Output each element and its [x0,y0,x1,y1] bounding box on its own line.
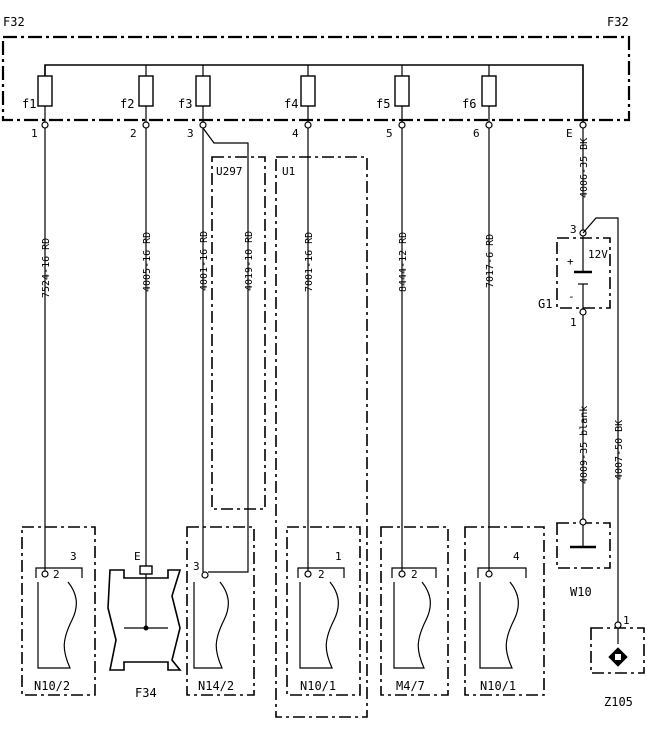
fuse-f6-pin: 6 [473,127,480,140]
wire-f6-label: 7017-6 RD [485,234,496,288]
fuse-f3-label: f3 [178,97,192,111]
fuse-f1-label: f1 [22,97,36,111]
component-n10-2-pin: 2 [53,568,60,581]
fuse-f6[interactable]: f6 6 [462,65,497,140]
fuse-f5-label: f5 [376,97,390,111]
fuse-f1[interactable]: f1 1 [22,65,53,140]
fusebox-label-left: F32 [3,15,25,29]
component-n10-1-a-pin: 2 [318,568,325,581]
ground-z105-label: Z105 [604,695,633,709]
component-f34-label: F34 [135,686,157,700]
wire-f2-label: 4005-16 RD [142,232,153,292]
fuse-f3-pin: 3 [187,127,194,140]
wire-z105[interactable] [582,217,619,622]
wire-z105-label: 4007-50 BK [614,420,625,480]
component-n10-1-a-label: N10/1 [300,679,336,693]
battery-pin-bottom: 1 [570,316,577,329]
component-n10-1-b-ref: 4 [513,550,520,563]
wire-f3-label: 4001-16 RD [199,231,210,291]
fusebox-border [1,35,631,122]
component-n10-2[interactable]: 2 3 [21,526,96,696]
battery-minus: - [568,290,575,303]
component-n14-2-pin: 3 [193,560,200,573]
wire-f3-branch[interactable] [202,127,249,573]
ground-z105[interactable]: 1 [590,614,645,674]
fuse-f2-label: f2 [120,97,134,111]
wire-f4-label: 7001-16 RD [304,232,315,292]
battery-pin-top: 3 [570,223,577,236]
wire-w10-label: 4009-35 blank [579,406,590,484]
splice-u297-label: U297 [216,165,243,178]
fuse-f6-label: f6 [462,97,476,111]
component-f34-pin: E [134,550,141,563]
ground-w10[interactable] [556,518,611,569]
component-n14-2-label: N14/2 [198,679,234,693]
component-f34[interactable]: E [107,550,182,671]
ground-w10-label: W10 [570,585,592,599]
fusebox-label-right: F32 [607,15,629,29]
fuse-f5[interactable]: f5 5 [376,65,410,140]
component-m4-7-label: M4/7 [396,679,425,693]
battery-voltage: 12V [588,248,608,261]
splice-u1 [275,156,368,718]
fuse-f2-pin: 2 [130,127,137,140]
splice-u1-label: U1 [282,165,295,178]
battery-plus: + [567,255,574,268]
fusebox-ground-pin-label: E [566,127,573,140]
component-m4-7-pin: 2 [411,568,418,581]
fuse-f3[interactable]: f3 3 [178,65,211,140]
fuse-f2[interactable]: f2 2 [120,65,154,140]
component-n10-1-a-ref: 1 [335,550,342,563]
ground-z105-pin: 1 [623,614,630,627]
wire-ground-label: 4006-35 BK [579,138,590,198]
wire-f3-label-2: 4019-10 RD [244,231,255,291]
battery-g1[interactable]: + - 12V 3 1 [556,223,611,329]
fuse-f4-label: f4 [284,97,298,111]
wire-f1-label: 7524-16 RD [41,238,52,298]
component-n10-2-label: N10/2 [34,679,70,693]
component-n10-1-b-label: N10/1 [480,679,516,693]
fuse-f4[interactable]: f4 4 [284,65,316,140]
component-n10-1-a[interactable]: 2 1 [286,526,361,696]
splice-u297 [211,156,266,510]
component-m4-7[interactable]: 2 [380,526,449,696]
fuse-f4-pin: 4 [292,127,299,140]
component-n10-1-b[interactable]: 4 [464,526,545,696]
component-n14-2[interactable]: 3 [186,526,255,696]
component-n10-2-ref: 3 [70,550,77,563]
fuse-f1-pin: 1 [31,127,38,140]
battery-label: G1 [538,297,552,311]
wire-f5-label: 8444-12 RD [398,232,409,292]
fuse-f5-pin: 5 [386,127,393,140]
